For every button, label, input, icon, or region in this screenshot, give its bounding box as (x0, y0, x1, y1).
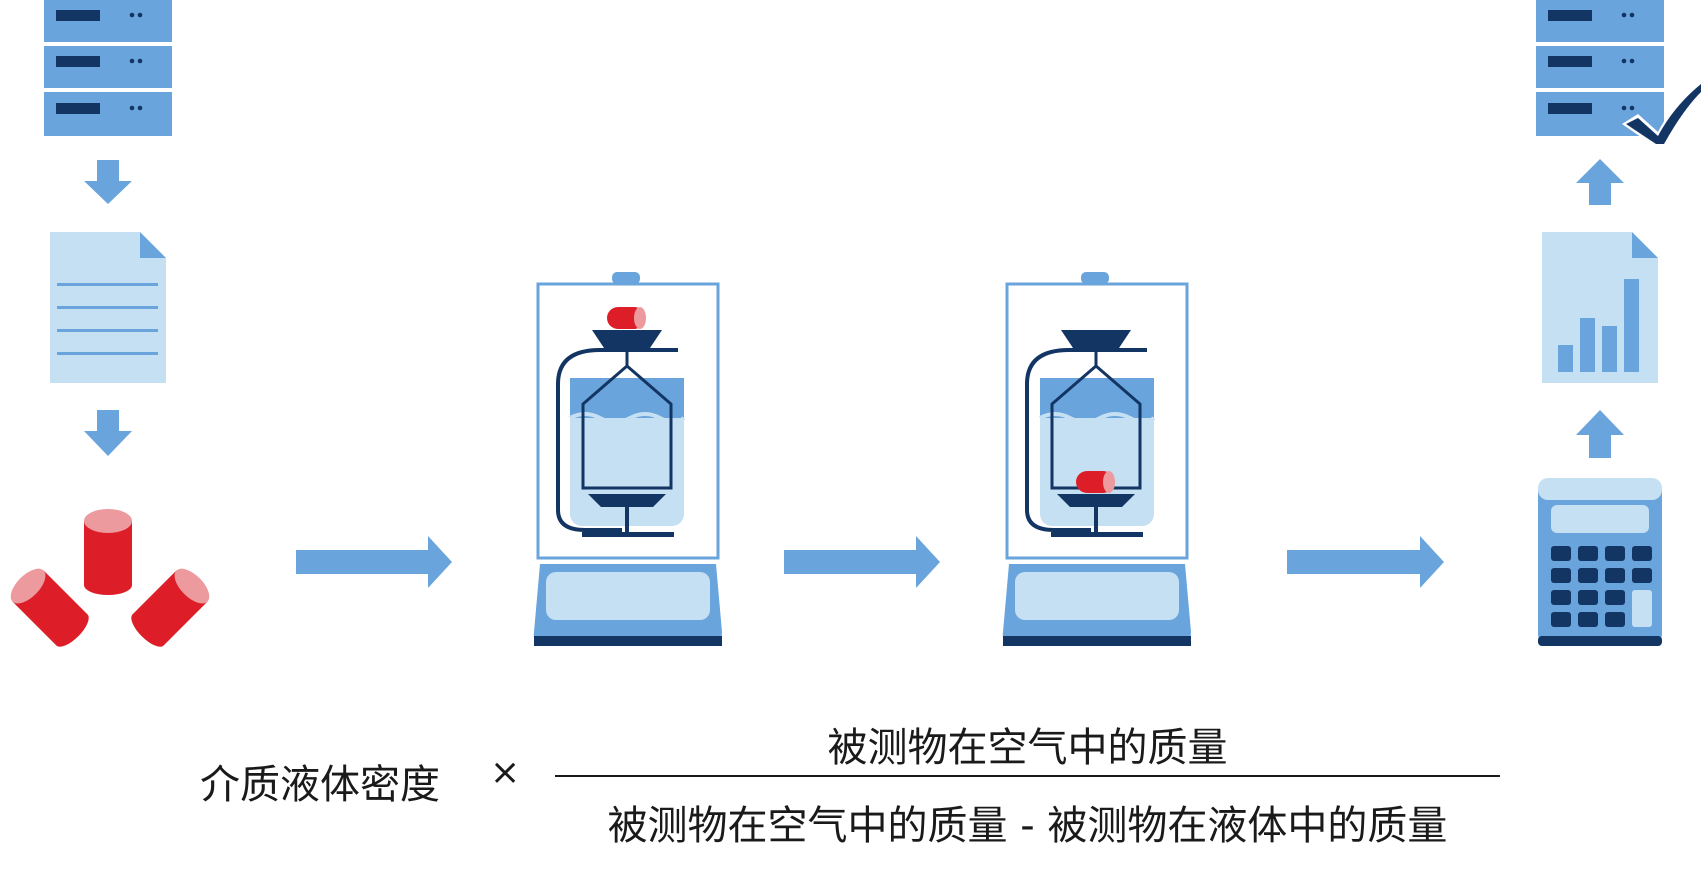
formula-numerator: 被测物在空气中的质量 (827, 725, 1228, 771)
formula-multiply-sign: × (490, 752, 521, 793)
formula-fraction-bar (555, 775, 1500, 777)
down-arrow-icon (84, 160, 132, 204)
source-server-icon (44, 0, 172, 136)
balance-sample-in-air-icon (533, 272, 722, 646)
red-cylinders-icon (10, 509, 210, 647)
right-arrow-icon (296, 536, 452, 588)
balance-sample-in-liquid-icon (1002, 272, 1191, 646)
up-arrow-icon (1576, 410, 1624, 458)
up-arrow-icon (1576, 159, 1624, 205)
formula-denominator: 被测物在空气中的质量 - 被测物在液体中的质量 (607, 803, 1448, 849)
calculator-icon (1538, 478, 1662, 646)
server-check-icon (1536, 0, 1701, 146)
formula-medium-density: 介质液体密度 (200, 762, 440, 808)
report-chart-icon (1542, 232, 1658, 383)
right-arrow-icon (784, 536, 940, 588)
document-icon (50, 232, 166, 383)
right-arrow-icon (1287, 536, 1444, 588)
down-arrow-icon (84, 410, 132, 456)
